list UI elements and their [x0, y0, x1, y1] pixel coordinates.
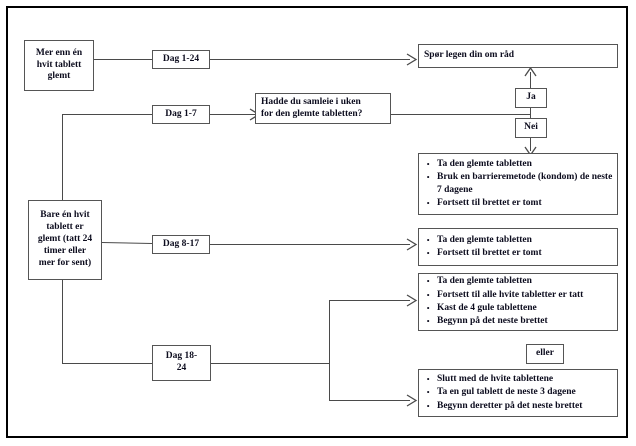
node-answer-ja-text: Ja	[526, 92, 536, 103]
outcome-day-18-24-option-a-list: Ta den glemte tabletten Fortsett til all…	[419, 274, 617, 329]
edge-label-dag-1-24[interactable]: Dag 1-24	[152, 50, 210, 69]
node-start-single-missed[interactable]: Bare én hvit tablett er glemt (tatt 24 t…	[28, 200, 102, 280]
edge-label-dag-18-24-line-2: 24	[176, 363, 187, 373]
node-answer-ja[interactable]: Ja	[515, 88, 547, 108]
line-nei-to-outcome	[530, 137, 531, 151]
edge-label-dag-18-24-line-1: Dag 18-	[165, 351, 198, 362]
edge-label-dag-18-24[interactable]: Dag 18- 24	[152, 345, 211, 381]
node-start-multiple-line-2: hvit tablett	[36, 59, 82, 70]
arrowhead-to-ask-doctor	[406, 53, 418, 66]
node-question-line-1: Hadde du samleie i uken	[261, 96, 361, 107]
line-split-bottom-branch	[329, 400, 410, 401]
line-dag124-to-ask-doctor	[210, 59, 410, 60]
node-question-line-2: for den glemte tabletten?	[261, 108, 363, 119]
line-ja-to-ask-doctor	[530, 72, 531, 88]
outcome-day-18-24-b-item-2: Ta en gul tablett de neste 3 dagene	[426, 385, 613, 400]
node-start-multiple-missed[interactable]: Mer enn én hvit tablett glemt	[24, 40, 94, 91]
outcome-day-8-17-item-1: Ta den glemte tabletten	[426, 233, 613, 248]
outcome-no-intercourse-item-2: Bruk en barrieremetode (kondom) de neste…	[426, 170, 613, 196]
line-start-multiple-to-dag124	[94, 59, 152, 60]
outcome-no-intercourse[interactable]: Ta den glemte tabletten Bruk en barriere…	[418, 153, 618, 215]
node-answer-nei-text: Nei	[524, 122, 538, 133]
line-decision-to-ja	[530, 108, 531, 116]
line-start-single-to-dag817	[101, 242, 152, 245]
node-or-connector[interactable]: eller	[526, 344, 564, 364]
node-start-single-line-4: timer eller	[43, 245, 87, 256]
edge-label-dag-1-24-text: Dag 1-24	[162, 53, 200, 64]
line-dag817-to-outcome	[210, 244, 410, 245]
node-ask-doctor[interactable]: Spør legen din om råd	[418, 44, 618, 68]
node-start-single-line-2: tablett er	[46, 222, 84, 233]
node-or-connector-text: eller	[536, 348, 554, 359]
edge-label-dag-1-7-text: Dag 1-7	[165, 108, 197, 119]
outcome-day-18-24-a-item-2: Fortsett til alle hvite tabletter er tat…	[426, 288, 613, 303]
node-answer-nei[interactable]: Nei	[515, 118, 547, 138]
outcome-no-intercourse-list: Ta den glemte tabletten Bruk en barriere…	[419, 157, 617, 211]
edge-label-dag-1-7[interactable]: Dag 1-7	[152, 105, 210, 124]
outcome-day-18-24-b-item-3: Begynn deretter på det neste brettet	[426, 399, 613, 414]
node-start-single-line-3: glemt (tatt 24	[37, 234, 93, 245]
outcome-day-8-17-list: Ta den glemte tabletten Fortsett til bre…	[419, 233, 617, 262]
arrowhead-to-outcome-817	[406, 238, 418, 251]
line-question-to-decision	[391, 114, 531, 115]
outcome-day-18-24-a-item-1: Ta den glemte tabletten	[426, 274, 613, 289]
edge-label-dag-8-17-text: Dag 8-17	[162, 238, 200, 249]
node-start-multiple-line-3: glemt	[47, 71, 71, 82]
line-start-single-down	[62, 280, 63, 363]
arrowhead-up-to-ask-doctor	[524, 67, 537, 77]
line-split-vertical	[329, 300, 330, 400]
node-ask-doctor-text: Spør legen din om råd	[424, 50, 515, 61]
outcome-no-intercourse-item-3: Fortsett til brettet er tomt	[426, 196, 613, 211]
outcome-day-18-24-option-b[interactable]: Slutt med de hvite tablettene Ta en gul …	[418, 369, 618, 417]
line-trunk-vertical-left	[62, 114, 63, 244]
outcome-day-18-24-option-a[interactable]: Ta den glemte tabletten Fortsett til all…	[418, 273, 618, 331]
edge-label-dag-8-17[interactable]: Dag 8-17	[152, 235, 210, 254]
line-dag17-to-question	[210, 114, 255, 115]
node-start-multiple-line-1: Mer enn én	[35, 47, 83, 58]
outcome-day-8-17[interactable]: Ta den glemte tabletten Fortsett til bre…	[418, 228, 618, 266]
node-start-single-line-5: mer for sent)	[38, 257, 92, 268]
line-trunk-to-dag17	[62, 114, 152, 115]
arrowhead-to-outcome-1824a	[406, 294, 418, 307]
outcome-no-intercourse-item-1: Ta den glemte tabletten	[426, 157, 613, 172]
diagram-frame: Mer enn én hvit tablett glemt Bare én hv…	[6, 6, 628, 438]
arrowhead-to-outcome-1824b	[406, 394, 418, 407]
line-decision-to-nei	[530, 114, 531, 118]
node-start-single-line-1: Bare én hvit	[40, 210, 90, 221]
line-split-top-branch	[329, 300, 410, 301]
outcome-day-18-24-a-item-3: Kast de 4 gule tablettene	[426, 301, 613, 316]
outcome-day-18-24-a-item-4: Begynn på det neste brettet	[426, 314, 613, 329]
outcome-day-8-17-item-2: Fortsett til brettet er tomt	[426, 246, 613, 261]
node-question-intercourse[interactable]: Hadde du samleie i uken for den glemte t…	[255, 93, 391, 124]
line-down-to-dag1824	[62, 363, 152, 364]
outcome-day-18-24-option-b-list: Slutt med de hvite tablettene Ta en gul …	[419, 372, 617, 414]
line-dag1824-to-split	[211, 363, 329, 364]
outcome-day-18-24-b-item-1: Slutt med de hvite tablettene	[426, 372, 613, 387]
